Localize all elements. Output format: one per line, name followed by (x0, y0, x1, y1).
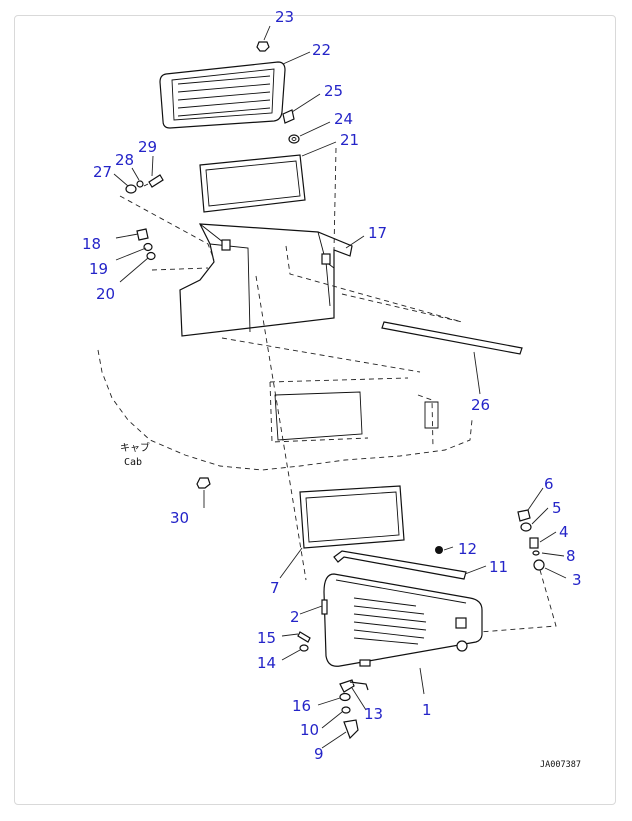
callout-24: 24 (334, 110, 353, 128)
callout-16: 16 (292, 697, 311, 715)
seal-strip-lower (333, 550, 467, 580)
nut-30 (196, 477, 211, 489)
callout-19: 19 (89, 260, 108, 278)
callout-23: 23 (275, 8, 294, 26)
callout-13: 13 (364, 705, 383, 723)
leader-lines (113, 25, 567, 749)
callout-25: 25 (324, 82, 343, 100)
callout-17: 17 (368, 224, 387, 242)
callout-6: 6 (544, 475, 554, 493)
callout-27: 27 (93, 163, 112, 181)
callout-20: 20 (96, 285, 115, 303)
callout-11: 11 (489, 558, 508, 576)
lower-grille-cover (321, 573, 483, 667)
bolt-group-27-29 (125, 174, 164, 194)
cab-outline (97, 337, 473, 471)
callout-1: 1 (422, 701, 432, 719)
cap-12 (435, 546, 443, 554)
callout-21: 21 (340, 131, 359, 149)
callout-9: 9 (314, 745, 324, 763)
callout-15: 15 (257, 629, 276, 647)
diagram-frame (14, 15, 616, 805)
callout-14: 14 (257, 654, 276, 672)
callout-18: 18 (82, 235, 101, 253)
callout-3: 3 (572, 571, 582, 589)
callout-2: 2 (290, 608, 300, 626)
callout-4: 4 (559, 523, 569, 541)
callout-8: 8 (566, 547, 576, 565)
latch-parts (517, 509, 545, 571)
callout-10: 10 (300, 721, 319, 739)
washer-24 (288, 134, 300, 144)
bolt-group-18-20 (136, 228, 156, 261)
lower-hardware (297, 631, 369, 740)
air-duct (179, 223, 353, 337)
clip-25 (282, 109, 295, 124)
callout-28: 28 (115, 151, 134, 169)
drawing-code: JA007387 (540, 760, 581, 770)
callout-5: 5 (552, 499, 562, 517)
callout-7: 7 (270, 579, 280, 597)
cab-label-japanese: キャブ (120, 441, 150, 454)
cab-label-english: Cab (124, 457, 142, 468)
upper-grille-cover (159, 61, 286, 129)
callout-29: 29 (138, 138, 157, 156)
callout-22: 22 (312, 41, 331, 59)
callout-26: 26 (471, 396, 490, 414)
callout-30: 30 (170, 509, 189, 527)
upper-filter-frame (199, 154, 306, 213)
nut-23 (256, 41, 270, 52)
lower-filter-frame (299, 485, 405, 549)
callout-12: 12 (458, 540, 477, 558)
callout-labels: 23 22 25 24 21 29 28 27 17 18 19 20 26 3… (82, 8, 582, 763)
seal-strip (381, 321, 523, 355)
